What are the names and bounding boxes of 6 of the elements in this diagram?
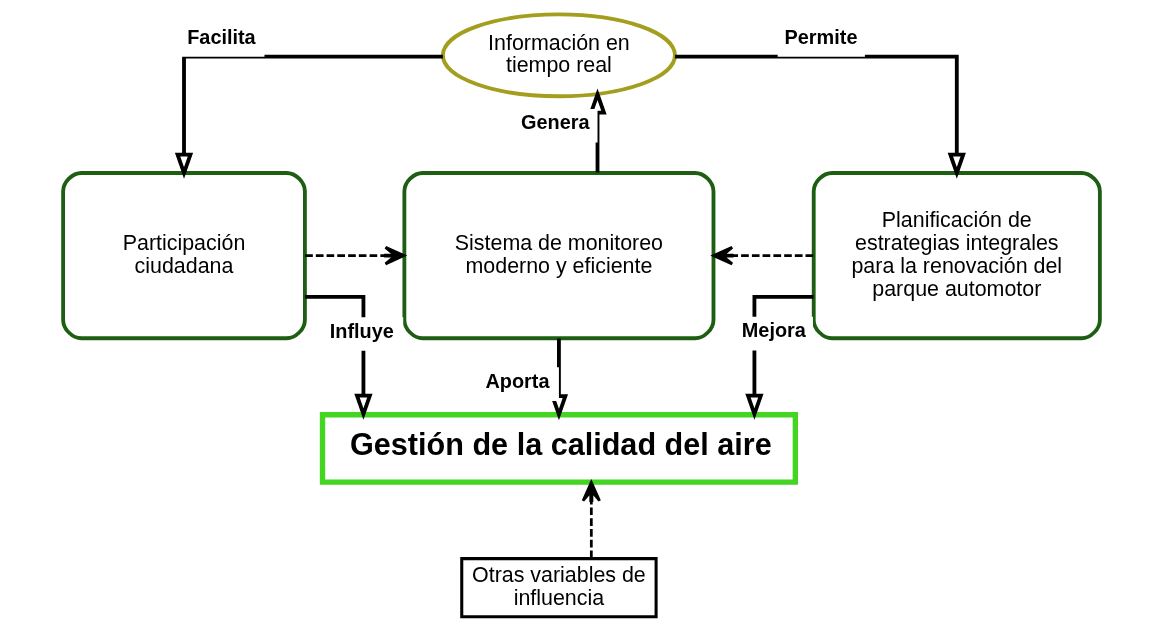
edge-label: Permite	[784, 25, 857, 48]
edge-label: Aporta	[484, 369, 550, 392]
edge-label: Genera	[520, 111, 590, 134]
edge-label: Influye	[329, 319, 394, 342]
edge-label: Mejora	[741, 319, 806, 342]
edge-label: Facilita	[186, 25, 256, 48]
